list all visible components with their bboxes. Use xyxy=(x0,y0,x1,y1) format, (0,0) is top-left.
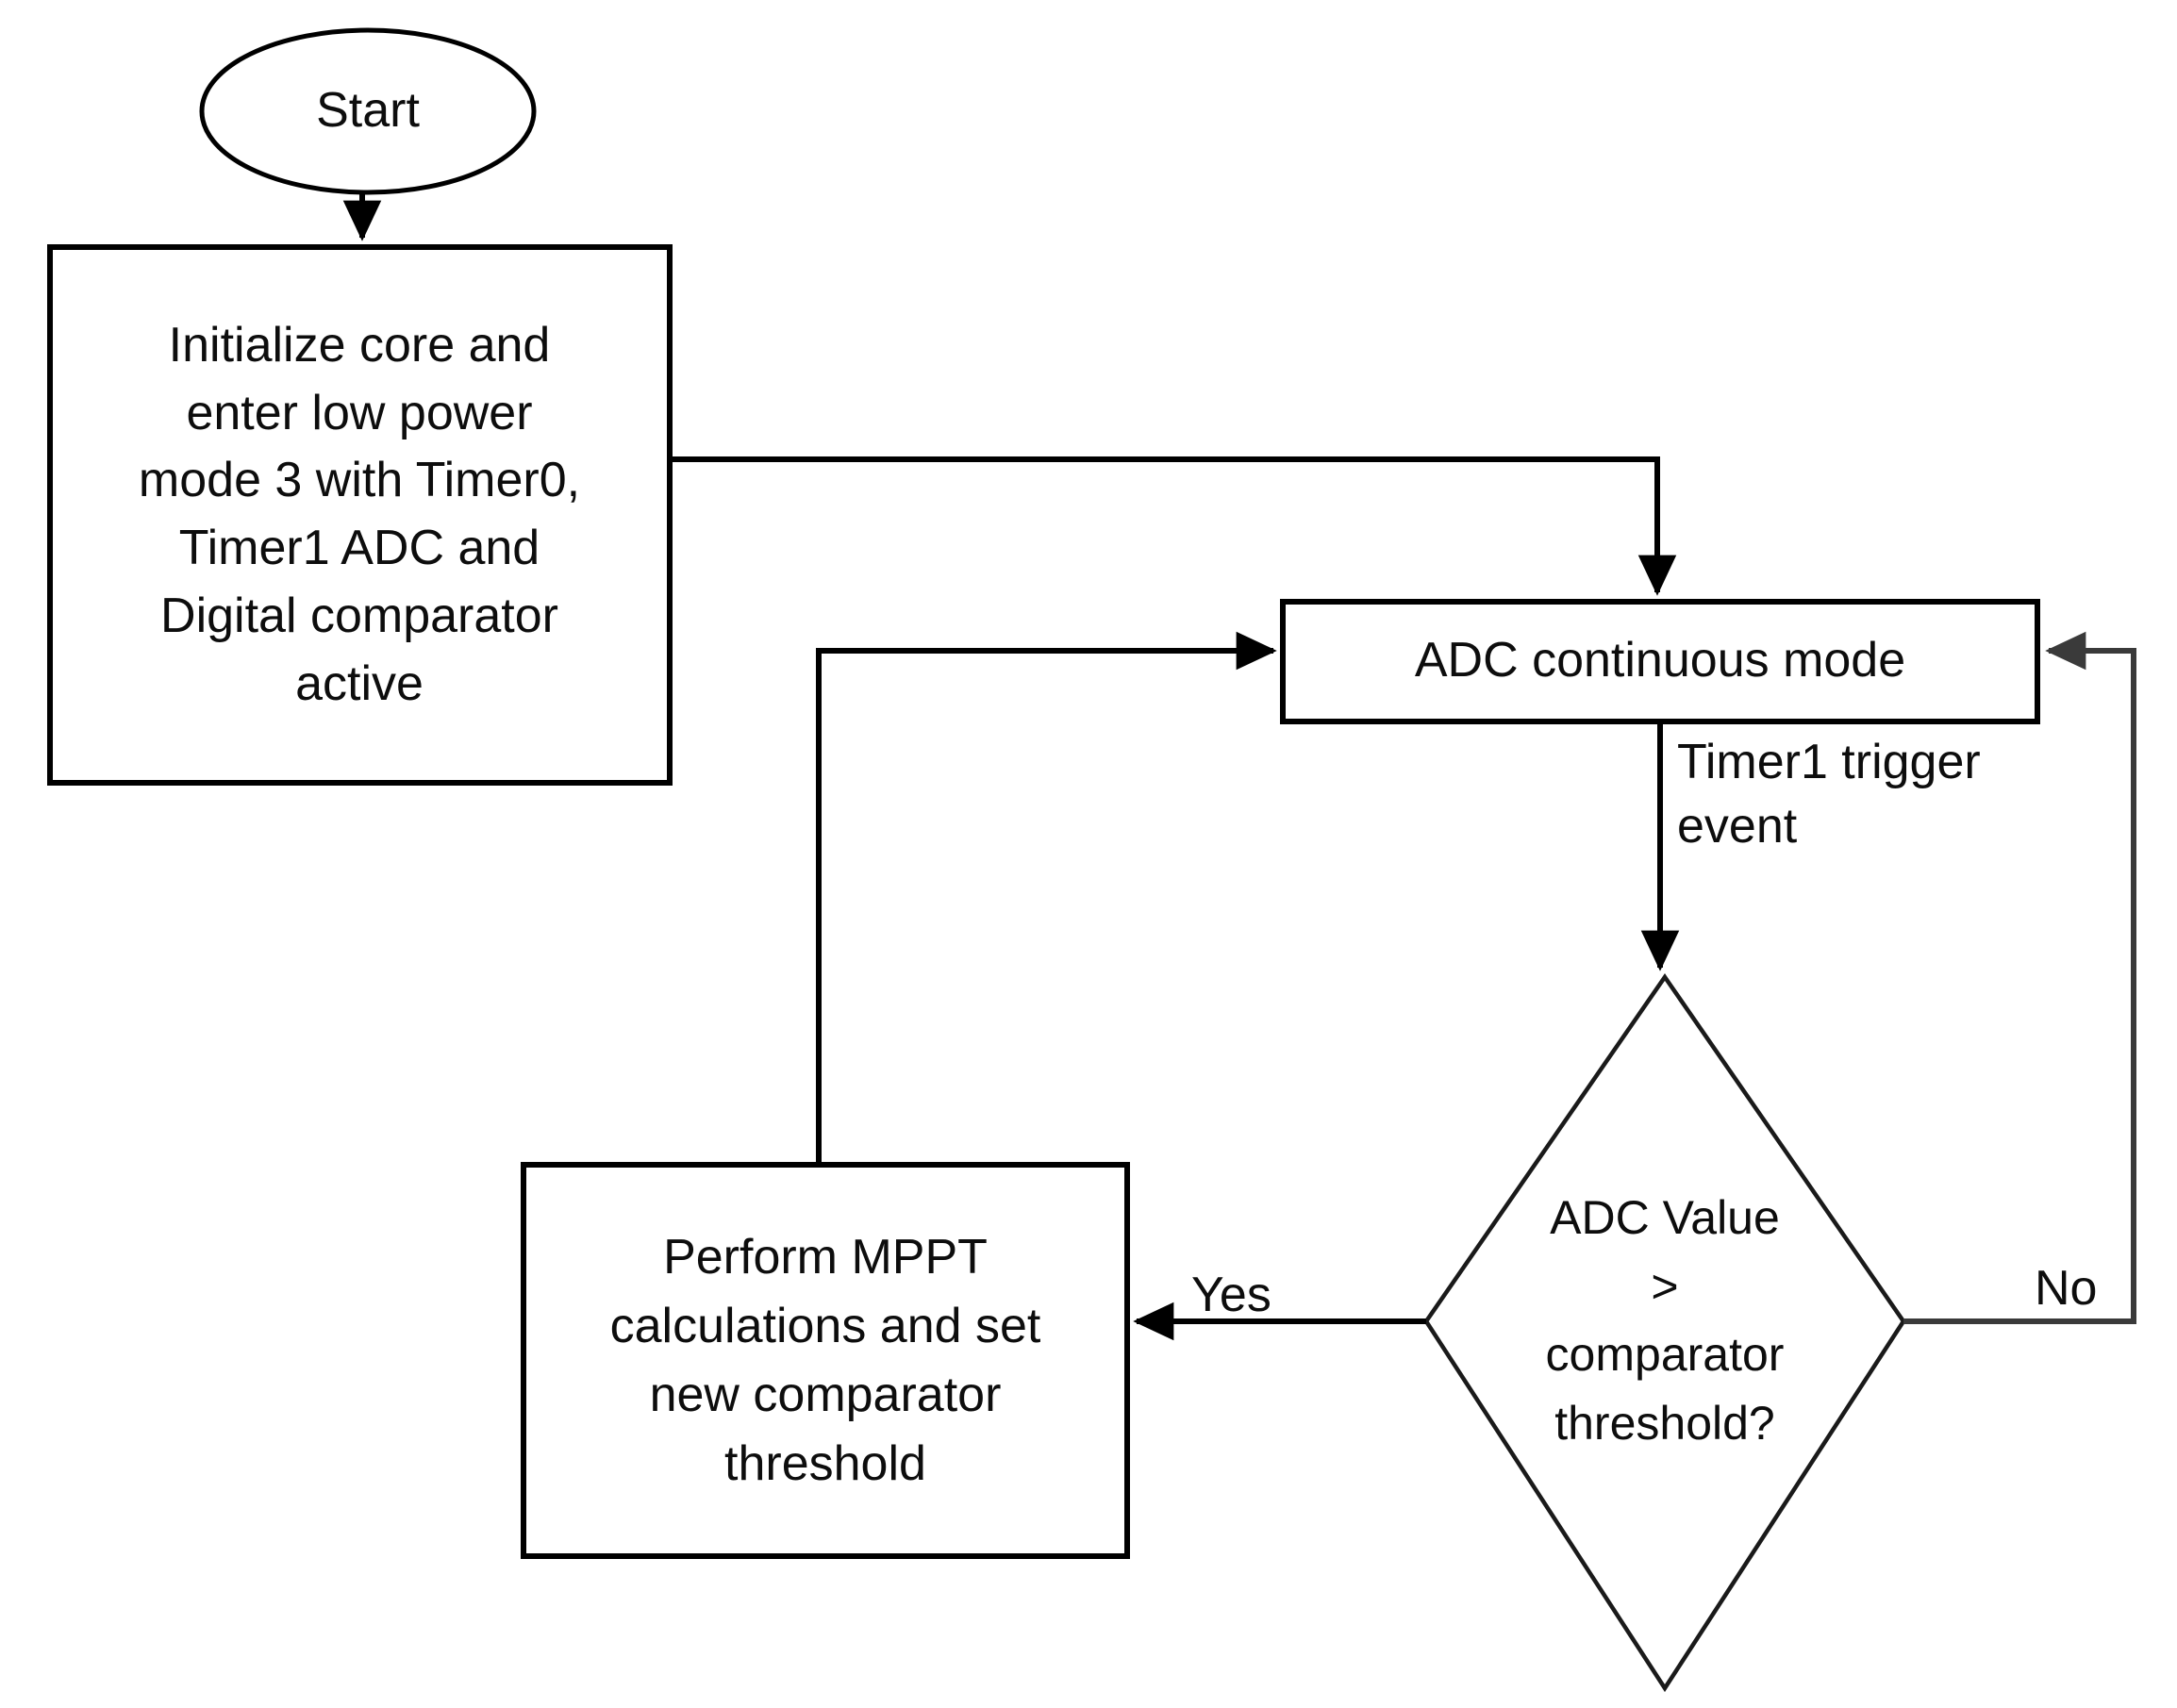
edge-initialize-to-adc xyxy=(670,456,1677,596)
initialize-node-shape[interactable] xyxy=(47,244,673,786)
adc-mode-node-shape[interactable] xyxy=(1280,599,2040,724)
edge-mppt-to-adc xyxy=(816,631,1277,1165)
start-node-shape[interactable] xyxy=(199,27,537,195)
mppt-node-shape[interactable] xyxy=(521,1162,1130,1559)
edge-decision-no-to-adc xyxy=(1903,631,2136,1324)
decision-node-shape[interactable] xyxy=(1423,973,1906,1693)
